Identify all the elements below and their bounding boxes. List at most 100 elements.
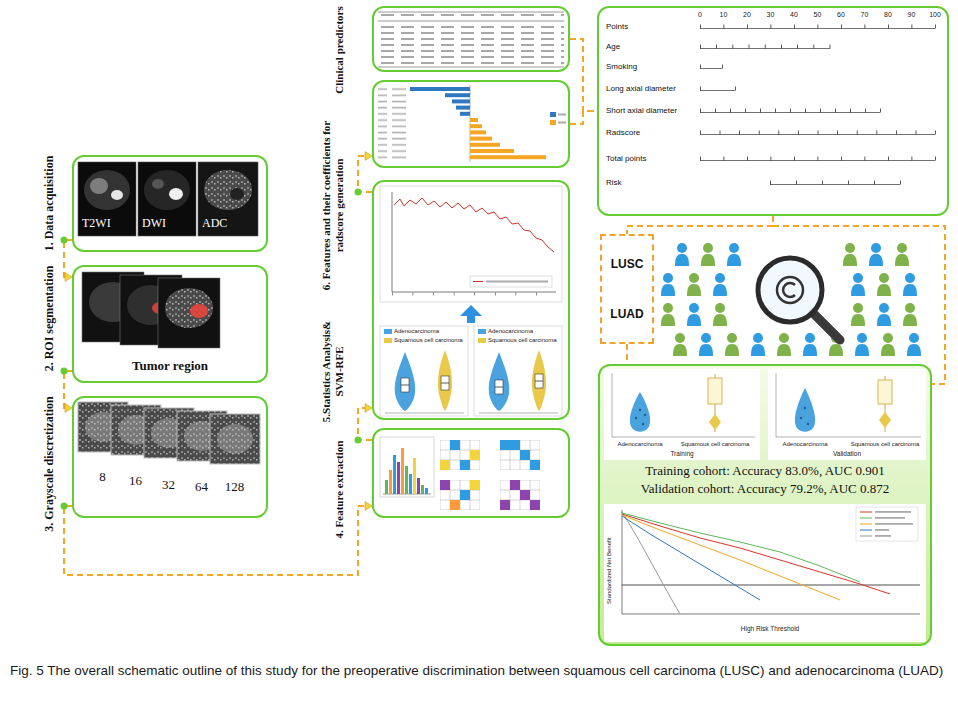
arrow-head	[65, 273, 72, 282]
legend-item: Adenocarcinoma	[384, 328, 439, 335]
coefficient-bars	[470, 118, 478, 122]
decision-curve	[622, 513, 860, 582]
texture-matrix	[440, 480, 480, 510]
patient-icons	[843, 243, 857, 266]
coefficient-bars	[378, 87, 406, 161]
mri-image	[169, 188, 183, 200]
junction-dot	[355, 437, 362, 444]
axis-label: High Risk Threshold	[741, 625, 799, 632]
legend-item: Squamous cell carcinoma	[478, 337, 557, 344]
texture-matrix	[440, 440, 540, 510]
junction-dot	[61, 368, 68, 375]
process-box: 1. Data acquisitionT2WIDWIADC	[72, 155, 268, 252]
nomogram-scale	[700, 25, 936, 29]
mri-image	[198, 162, 258, 236]
patient-icons	[713, 273, 727, 296]
magnifier	[758, 258, 840, 340]
legend-swatch	[478, 329, 486, 334]
patient-icons	[713, 303, 727, 326]
mri-image	[144, 170, 190, 210]
legend-text: Squamous cell carcinoma	[394, 337, 463, 343]
patient-icons	[777, 333, 791, 356]
feature-histogram	[380, 437, 434, 497]
feature-histogram	[380, 437, 434, 497]
legend-swatch	[384, 338, 392, 343]
coefficient-bars	[558, 122, 566, 124]
mri-image	[204, 170, 252, 210]
texture-matrix	[470, 480, 480, 490]
flow-connector	[627, 216, 773, 234]
roi-image	[158, 278, 220, 348]
patient-icons	[673, 333, 687, 356]
decision-curve	[856, 507, 918, 541]
mri-image	[78, 162, 258, 236]
axis-name: Short axial diameter	[606, 106, 677, 115]
legend-text: Squamous cell carcinoma	[488, 337, 557, 343]
arrow-head	[365, 502, 372, 511]
decision-curve	[875, 535, 891, 537]
svm-rfe-curve	[392, 293, 556, 296]
nomogram-scale	[700, 157, 936, 161]
texture-matrix	[500, 500, 510, 510]
nomogram-box: PointsAgeSmokingLong axial diameterShort…	[597, 6, 949, 216]
feature-histogram	[421, 485, 424, 494]
texture-matrix	[440, 460, 450, 470]
patient-icons	[877, 303, 891, 326]
coefficient-bars	[445, 93, 470, 97]
decision-curve	[860, 530, 872, 531]
violin-plot	[401, 378, 409, 392]
scale-number: 70	[861, 11, 869, 19]
scale-number: 90	[908, 11, 916, 19]
result-violin	[708, 378, 722, 404]
figure-caption: Fig. 5 The overall schematic outline of …	[10, 662, 948, 680]
clinical-table	[378, 67, 564, 68]
axis-name: Points	[606, 22, 628, 31]
step-heading: 4. Feature extraction	[333, 440, 346, 539]
step-heading: 6. Features and their coefficients for r…	[320, 108, 346, 303]
nomogram-scale	[770, 184, 900, 185]
axis-name: Risk	[606, 178, 622, 187]
decision-curve	[604, 504, 926, 642]
result-violin	[642, 423, 644, 425]
feature-histogram	[413, 458, 416, 494]
scale-number: 50	[814, 11, 822, 19]
arrow-head	[365, 152, 372, 161]
nomogram-scale	[700, 65, 723, 69]
svm-rfe-curve	[380, 186, 562, 302]
texture-matrix	[520, 490, 530, 500]
process-box: 2. ROI segmentationTumor region	[72, 265, 268, 383]
patient-icons	[701, 243, 715, 266]
magnifier	[783, 283, 795, 297]
result-violin	[776, 373, 921, 437]
image-label: ADC	[202, 217, 227, 231]
axis-label: Adenocarcinoma	[782, 441, 827, 448]
coefficient-bars	[456, 106, 470, 110]
clinical-table	[378, 23, 564, 65]
image-label: Tumor region	[132, 359, 208, 374]
violin-plot	[380, 326, 468, 416]
nomogram-scale	[700, 90, 735, 91]
axis-label: Standardized Net Benefit	[606, 537, 613, 604]
texture-matrix	[450, 500, 460, 510]
legend-text: Adenocarcinoma	[394, 328, 439, 334]
texture-matrix	[500, 480, 540, 510]
decision-curve	[622, 515, 840, 600]
texture-matrix	[520, 450, 530, 460]
decision-curve	[860, 512, 872, 513]
mri-image	[78, 162, 136, 236]
result-violin	[630, 392, 650, 432]
grey-level: 32	[162, 478, 175, 493]
scale-number: 60	[837, 11, 845, 19]
result-violin	[709, 414, 721, 430]
patient-icons	[803, 333, 817, 356]
feature-histogram	[393, 455, 396, 494]
result-violin	[800, 417, 802, 419]
axis-name: Long axial diameter	[606, 84, 676, 93]
feature-histogram	[405, 466, 408, 494]
step-heading: 5.Statistics Analysis& SVM-RFE	[320, 309, 346, 434]
axis-name: Total points	[606, 154, 646, 163]
coefficient-bars	[558, 114, 566, 116]
process-box: Clinical predictors	[372, 6, 570, 72]
coefficient-bars	[410, 87, 470, 91]
